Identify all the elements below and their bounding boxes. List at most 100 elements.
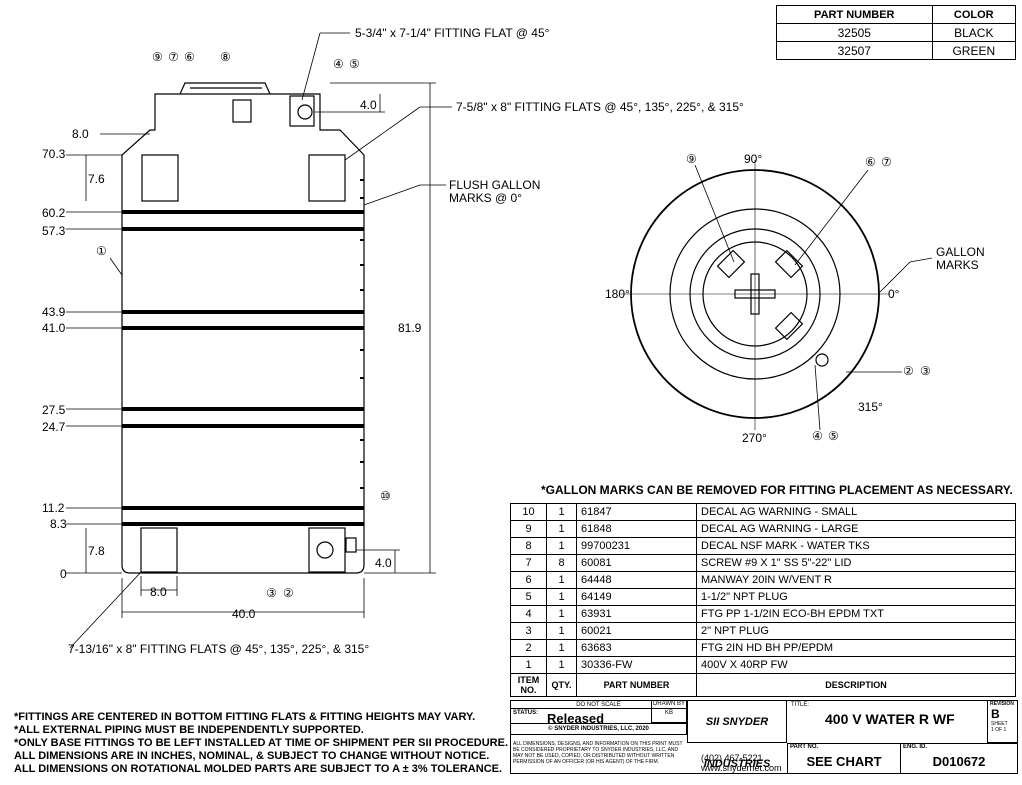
part-color-table: PART NUMBER COLOR 32505 BLACK 32507 GREE… xyxy=(776,5,1017,60)
bom-qty: 1 xyxy=(546,537,577,555)
top-flat-right xyxy=(308,154,346,202)
balloon-2: ② xyxy=(283,586,294,600)
bom-description: FTG 2IN HD BH PP/EPDM xyxy=(696,639,1016,657)
dim-top-flat-width: 8.0 xyxy=(72,127,89,141)
drawn-by-cell: DRAWN BY KB xyxy=(651,701,687,723)
callout-side-fitting-flats: 7-5/8" x 8" FITTING FLATS @ 45°, 135°, 2… xyxy=(456,100,744,114)
gallon-marks-note: *GALLON MARKS CAN BE REMOVED FOR FITTING… xyxy=(541,483,1013,497)
balloon-3: ③ xyxy=(266,586,277,600)
bom-description: SCREW #9 X 1" SS 5"-22" LID xyxy=(696,554,1016,572)
bottom-flat-right xyxy=(308,527,346,573)
dim-overall-height: 81.9 xyxy=(398,321,422,335)
bom-item-no: 8 xyxy=(510,537,547,555)
bom-qty: 1 xyxy=(546,639,577,657)
drawn-by-label: DRAWN BY xyxy=(652,701,686,707)
bom-part-number: 61847 xyxy=(576,503,697,521)
bom-item-no: 6 xyxy=(510,571,547,589)
bom-header-part: PART NUMBER xyxy=(576,673,697,697)
bom-item-no: 10 xyxy=(510,503,547,521)
bom-description: MANWAY 20IN W/VENT R xyxy=(696,571,1016,589)
bom-header-qty: QTY. xyxy=(546,673,577,697)
phone: (402) 467-5221 xyxy=(701,753,763,763)
balloon-4: ④ xyxy=(812,429,823,443)
height-label: 41.0 xyxy=(42,321,66,335)
title-label: TITLE: xyxy=(791,702,810,708)
bom-part-number: 99700231 xyxy=(576,537,697,555)
note-line: ALL DIMENSIONS ON ROTATIONAL MOLDED PART… xyxy=(14,763,503,775)
balloon-3: ③ xyxy=(920,364,931,378)
eng-id-cell: ENG. ID. D010672 xyxy=(901,743,1017,773)
dim-fitting-height-bottom: 4.0 xyxy=(375,556,392,570)
color-cell: GREEN xyxy=(931,41,1017,60)
callout-bottom-fitting-flats: 7-13/16" x 8" FITTING FLATS @ 45°, 135°,… xyxy=(68,642,370,656)
top-fitting-flat xyxy=(289,95,315,127)
balloon-7: ⑦ xyxy=(168,50,179,64)
balloon-10: ⑩ xyxy=(380,489,391,503)
manway-lid xyxy=(179,82,271,95)
angle-label: 180° xyxy=(605,287,630,301)
bom-qty: 1 xyxy=(546,588,577,606)
balloon-4: ④ xyxy=(333,57,344,71)
bom-description: DECAL AG WARNING - LARGE xyxy=(696,520,1016,538)
note-line: *FITTINGS ARE CENTERED IN BOTTOM FITTING… xyxy=(14,711,476,723)
balloon-5: ⑤ xyxy=(828,429,839,443)
note-line: *ONLY BASE FITTINGS TO BE LEFT INSTALLED… xyxy=(14,737,509,749)
bom-item-no: 2 xyxy=(510,639,547,657)
sheet-label: SHEET xyxy=(991,721,1008,727)
bom-qty: 1 xyxy=(546,605,577,623)
height-label: 57.3 xyxy=(42,224,66,238)
revision-cell: REVISION B SHEET 1 OF 1 xyxy=(987,701,1017,743)
bom-item-no: 4 xyxy=(510,605,547,623)
bom-description: FTG PP 1-1/2IN ECO-BH EPDM TXT xyxy=(696,605,1016,623)
bom-part-number: 30336-FW xyxy=(576,656,697,674)
top-flat-left xyxy=(141,154,179,202)
angle-label: 270° xyxy=(742,431,767,445)
snyder-logo: SII SNYDER INDUSTRIES xyxy=(687,701,787,770)
website: www.snydernet.com xyxy=(701,763,782,773)
callout-top-fitting-flat: 5-3/4" x 7-1/4" FITTING FLAT @ 45° xyxy=(355,26,550,40)
note-line: *ALL EXTERNAL PIPING MUST BE INDEPENDENT… xyxy=(14,724,364,736)
bom-description: DECAL NSF MARK - WATER TKS xyxy=(696,537,1016,555)
bom-description: DECAL AG WARNING - SMALL xyxy=(696,503,1016,521)
bom-item-no: 9 xyxy=(510,520,547,538)
bom-part-number: 64149 xyxy=(576,588,697,606)
balloon-8: ⑧ xyxy=(220,50,231,64)
eng-id-value: D010672 xyxy=(932,754,986,769)
revision-value: B xyxy=(991,707,1000,721)
bom-header-desc: DESCRIPTION xyxy=(696,673,1016,697)
drawing-title: 400 V WATER R WF xyxy=(825,711,955,727)
status-label: STATUS: xyxy=(513,710,539,716)
bom-part-number: 60081 xyxy=(576,554,697,572)
bom-item-no: 3 xyxy=(510,622,547,640)
part-no-cell: PART NO. SEE CHART xyxy=(787,743,901,773)
bom-part-number: 61848 xyxy=(576,520,697,538)
balloon-9: ⑨ xyxy=(686,152,697,166)
part-no-value: SEE CHART xyxy=(806,754,882,769)
height-label: 0 xyxy=(60,567,67,581)
balloon-6: ⑥ xyxy=(865,155,876,169)
bom-item-no: 5 xyxy=(510,588,547,606)
balloon-5: ⑤ xyxy=(349,57,360,71)
status-value: Released xyxy=(547,711,605,726)
bom-qty: 8 xyxy=(546,554,577,572)
bom-description: 2" NPT PLUG xyxy=(696,622,1016,640)
height-label: 24.7 xyxy=(42,420,66,434)
dim-bottom-flat-width: 8.0 xyxy=(150,585,167,599)
bom-qty: 1 xyxy=(546,503,577,521)
bom-part-number: 63683 xyxy=(576,639,697,657)
drawn-by: KB xyxy=(664,710,673,716)
sheet-value: 1 OF 1 xyxy=(991,727,1007,733)
disclaimer: ALL DIMENSIONS, DESIGNS, AND INFORMATION… xyxy=(513,741,683,765)
part-no-label: PART NO. xyxy=(790,744,819,750)
height-label: 11.2 xyxy=(42,501,65,515)
